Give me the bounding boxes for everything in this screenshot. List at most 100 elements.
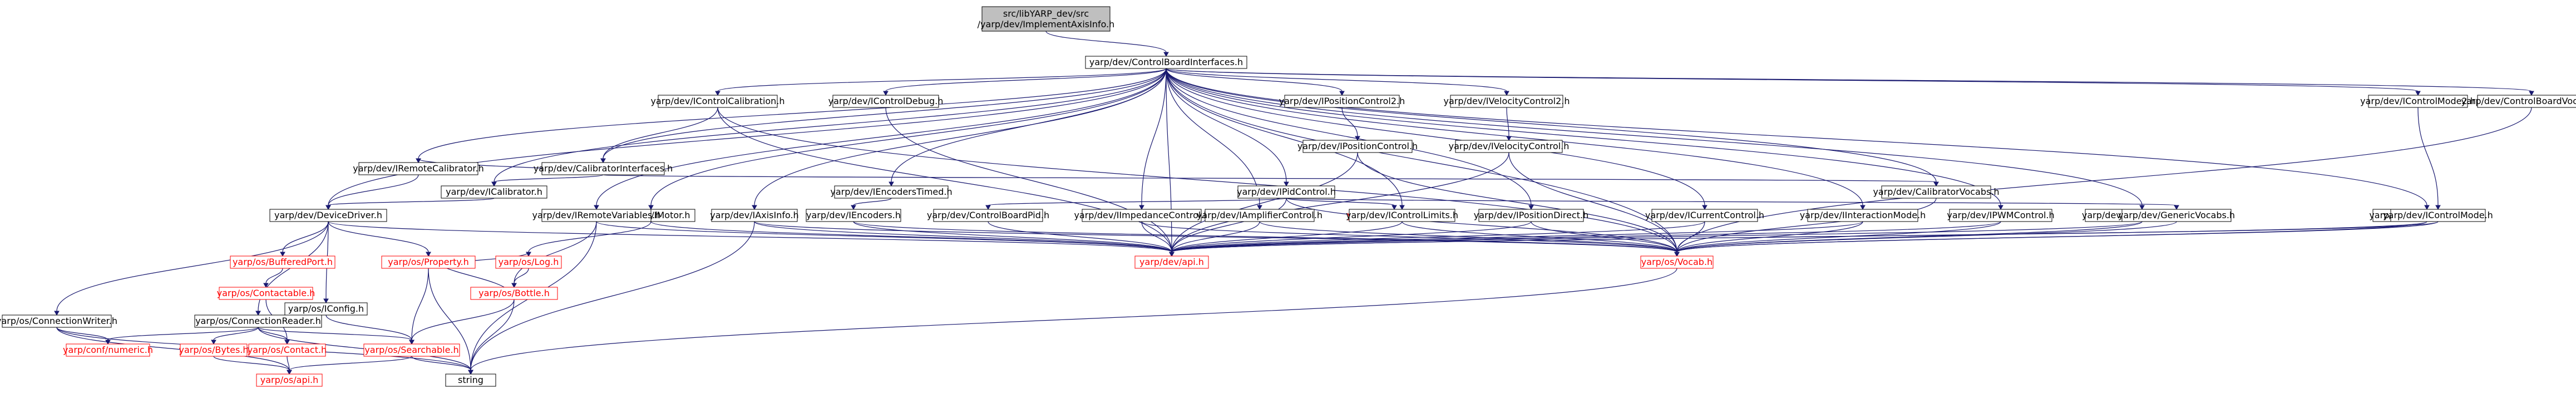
node-label: yarp/dev/IPositionDirect.h [1474,210,1588,220]
node-cbvocab[interactable]: yarp/dev/ControlBoardVocabs.h [2461,95,2576,108]
edge-ipid-to-genvocab [1286,198,2179,210]
node-calvocab[interactable]: yarp/dev/CalibratorVocabs.h [1873,185,2000,199]
node-label: yarp/dev/CalibratorVocabs.h [1873,186,1999,197]
node-ictrldbg[interactable]: yarp/dev/IControlDebug.h [828,95,944,108]
edge-cbi-to-cbvocab [1166,68,2534,96]
node-icur[interactable]: yarp/dev/ICurrentControl.h [1645,209,1764,222]
edge-cbi-to-calif [600,68,1167,164]
node-label: string [458,375,483,385]
node-connwriter[interactable]: yarp/os/ConnectionWriter.h [0,314,117,328]
edge-cbi-to-ictrlcal [715,68,1167,96]
edge-calvocab-to-vocab [1674,198,1937,257]
edge-dd-to-property [328,221,431,257]
node-label: yarp/os/BufferedPort.h [233,257,333,267]
node-portnum[interactable]: yarp/conf/numeric.h [63,343,153,357]
node-connreader[interactable]: yarp/os/ConnectionReader.h [194,314,322,328]
node-ictrlcal[interactable]: yarp/dev/IControlCalibration.h [650,95,785,108]
node-bottle[interactable]: yarp/os/Bottle.h [470,287,558,300]
edge-cbi-to-icur [1166,68,1708,210]
node-iremvar[interactable]: yarp/dev/IRemoteVariables.h [532,209,661,222]
node-irc[interactable]: yarp/dev/IRemoteCalibrator.h [353,162,484,175]
edge-cbi-to-iposdir [1166,68,1534,210]
node-label: yarp/dev/IAmplifierControl.h [1197,210,1322,220]
node-string[interactable]: string [445,373,496,387]
edge-property-to-search [409,268,429,345]
edge-connreader-to-portnum [105,327,259,345]
edge-calif-to-calvocab [603,174,1939,187]
node-search[interactable]: yarp/os/Searchable.h [363,343,460,357]
edge-cbi-to-calvocab [1166,68,1939,187]
root-file-label-1: src/libYARP_dev/src [1003,8,1089,19]
node-ivelctrl[interactable]: yarp/dev/IVelocityControl.h [1449,140,1570,153]
node-label: yarp/dev/GenericVocabs.h [2118,210,2235,220]
node-ical[interactable]: yarp/dev/ICalibrator.h [441,185,547,199]
edge-cbi-to-ictrllim [1166,68,1405,210]
node-iimp[interactable]: yarp/dev/IImpedanceControl.h [1074,209,1210,222]
node-label: yarp/os/Property.h [388,257,469,267]
node-contact[interactable]: yarp/os/Contactable.h [217,287,315,300]
node-label: yarp/os/api.h [260,375,319,385]
node-iposctrl2[interactable]: yarp/dev/IPositionControl2.h [1279,95,1405,108]
node-label: yarp/dev/IVelocityControl2.h [1444,96,1570,106]
node-ienc[interactable]: yarp/dev/IEncoders.h [806,209,901,222]
node-ipid[interactable]: yarp/dev/IPidControl.h [1237,185,1336,199]
node-icm2[interactable]: yarp/dev/IControlMode2.h [2360,95,2476,108]
node-vocab[interactable]: yarp/os/Vocab.h [1640,255,1714,269]
node-ipwm[interactable]: yarp/dev/IPWMControl.h [1947,209,2055,222]
edge-cbi-to-imotor [648,68,1167,210]
edge-search-to-osapi [287,356,412,375]
edge-cbi-to-ienctimed [889,68,1167,187]
node-label: yarp/os/ConnectionReader.h [195,316,321,326]
node-label: yarp/os/Log.h [499,257,559,267]
edge-itorque-to-vocab [1674,221,2427,257]
node-iposctrl[interactable]: yarp/dev/IPositionControl.h [1297,140,1418,153]
node-label: yarp/os/ConnectionWriter.h [0,316,117,326]
node-label: yarp/dev/ControlBoardVocabs.h [2461,96,2576,106]
node-cbi[interactable]: yarp/dev/ControlBoardInterfaces.h [1085,56,1247,69]
edge-ROOT-to-cbi [1045,31,1169,57]
node-cbpid[interactable]: yarp/dev/ControlBoardPid.h [927,209,1049,222]
edge-ipid-to-cbpid [985,198,1287,210]
edge-cbi-to-iposctrl2 [1166,68,1345,96]
node-bufport[interactable]: yarp/os/BufferedPort.h [230,255,335,269]
node-label: yarp/dev/IControlCalibration.h [650,96,784,106]
root-file-node[interactable]: src/libYARP_dev/src/yarp/dev/ImplementAx… [978,6,1115,32]
node-devapi[interactable]: yarp/dev/api.h [1134,255,1209,269]
node-genvocab[interactable]: yarp/dev/GenericVocabs.h [2118,209,2235,222]
node-ictrllim[interactable]: yarp/dev/IControlLimits.h [1346,209,1458,222]
edge-iremvar-to-devapi [596,221,1175,257]
edges-layer [54,31,2534,375]
node-label: yarp/dev/IEncodersTimed.h [830,186,952,197]
node-calif[interactable]: yarp/dev/CalibratorInterfaces.h [534,162,673,175]
node-label: yarp/dev/ControlBoardPid.h [927,210,1049,220]
node-label: yarp/dev/IControlDebug.h [828,96,944,106]
edge-ical-to-dd [325,198,495,210]
edge-bufport-to-contact [263,268,283,288]
node-iaxis[interactable]: yarp/dev/IAxisInfo.h [710,209,799,222]
edge-icm2-to-icm [2417,107,2441,210]
node-icm[interactable]: yarp/dev/IControlMode.h [2383,209,2493,222]
node-label: yarp/dev/CalibratorInterfaces.h [534,163,673,174]
node-iintmode[interactable]: yarp/dev/IInteractionMode.h [1800,209,1926,222]
edge-dd-to-bufport [280,221,329,257]
node-ienctimed[interactable]: yarp/dev/IEncodersTimed.h [830,185,953,199]
node-log[interactable]: yarp/os/Log.h [495,255,562,269]
node-property[interactable]: yarp/os/Property.h [381,255,476,269]
node-dd[interactable]: yarp/dev/DeviceDriver.h [269,209,387,222]
node-ocontact[interactable]: yarp/os/Contact.h [248,343,327,357]
node-ivelctrl2[interactable]: yarp/dev/IVelocityControl2.h [1444,95,1570,108]
edge-cbi-to-iintmode [1166,68,1866,210]
node-label: yarp/dev/DeviceDriver.h [274,210,382,220]
node-label: yarp/dev/ICalibrator.h [446,186,542,197]
node-label: yarp/dev/IVelocityControl.h [1449,141,1570,151]
node-iamp[interactable]: yarp/dev/IAmplifierControl.h [1197,209,1322,222]
edge-cbi-to-itorque [1166,68,2430,210]
edge-bottle-to-string [468,299,515,375]
node-label: yarp/dev/IRemoteCalibrator.h [353,163,484,174]
node-bytes[interactable]: yarp/os/Bytes.h [179,343,249,357]
node-iconfig[interactable]: yarp/os/IConfig.h [284,302,368,316]
edge-calif-to-ical [491,174,604,187]
node-iposdir[interactable]: yarp/dev/IPositionDirect.h [1474,209,1588,222]
node-osapi[interactable]: yarp/os/api.h [256,373,323,387]
